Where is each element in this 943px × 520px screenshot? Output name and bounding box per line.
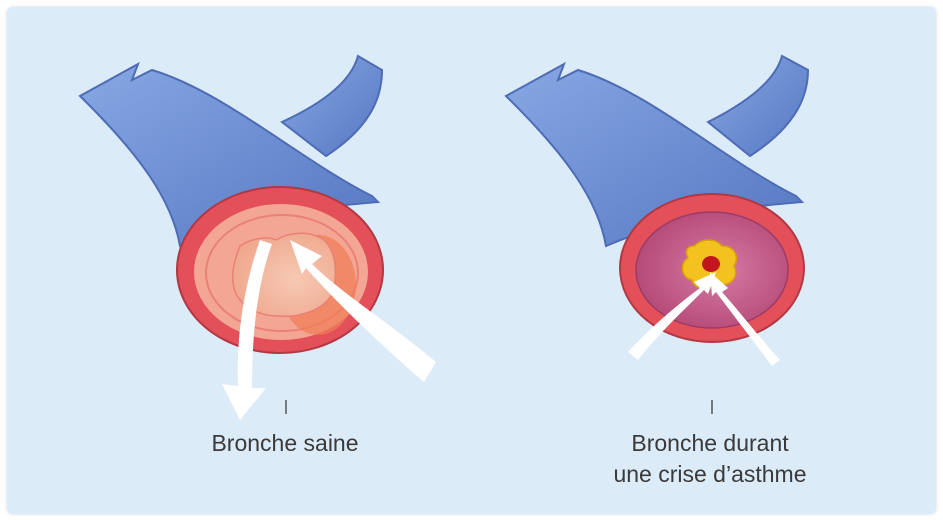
asthma-label-line1: Bronche durant <box>560 428 860 459</box>
asthma-side-branch <box>708 56 808 156</box>
healthy-side-branch <box>282 56 382 156</box>
asthma-bronchus-caption: Bronche durant une crise d’asthme <box>560 428 860 490</box>
healthy-label: Bronche saine <box>140 428 430 459</box>
healthy-bronchus <box>80 56 436 420</box>
healthy-bronchus-caption: Bronche saine <box>140 428 430 459</box>
asthma-label-line2: une crise d’asthme <box>560 459 860 490</box>
asthma-narrowed-lumen <box>702 256 720 272</box>
asthma-bronchus <box>506 56 808 414</box>
